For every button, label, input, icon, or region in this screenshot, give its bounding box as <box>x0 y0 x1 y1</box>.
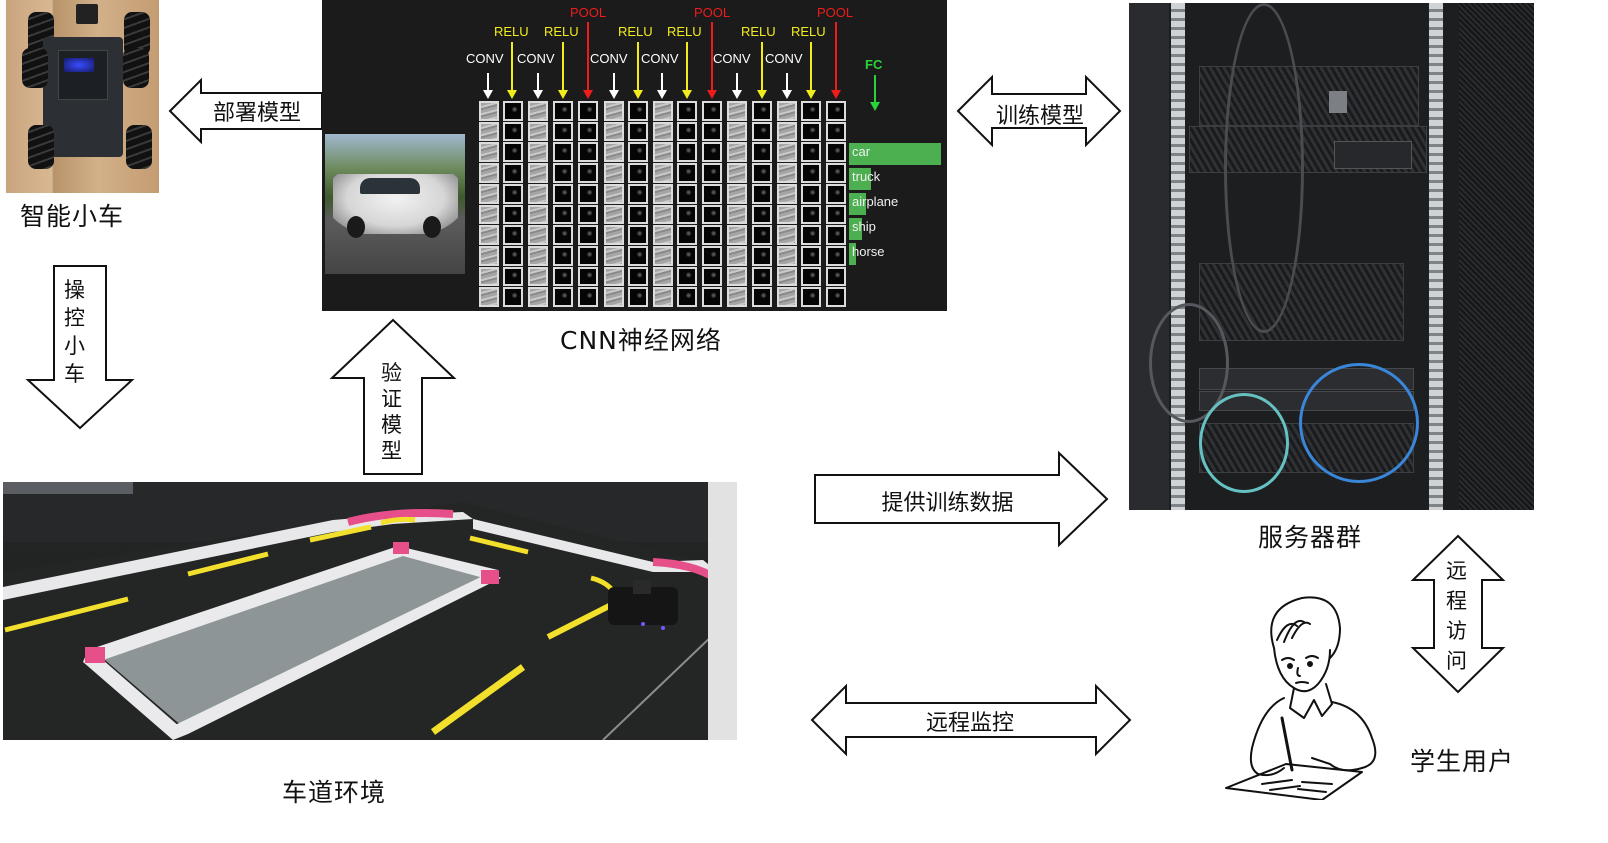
prediction-label: airplane <box>852 194 899 209</box>
cnn-input-image <box>325 134 465 274</box>
robot-led-matrix <box>64 58 94 72</box>
label-char: 模 <box>381 413 402 437</box>
label-char: 车 <box>64 362 85 386</box>
track-environment-photo <box>3 482 737 740</box>
provide-data-label: 提供训练数据 <box>881 491 1014 516</box>
rack-server <box>1199 263 1404 341</box>
rack-door-left <box>1129 3 1169 510</box>
wheel <box>28 125 54 169</box>
feature-map-conv <box>604 101 624 308</box>
label-char: 型 <box>381 439 402 463</box>
control-car-label: 操 控 小 车 <box>64 276 85 388</box>
layer-label-relu: RELU <box>667 24 702 39</box>
remote-access-label: 远 程 访 问 <box>1446 556 1467 676</box>
feature-map-relu <box>628 101 648 308</box>
prediction-bar-ship <box>849 218 862 240</box>
feature-map-relu <box>801 101 821 308</box>
car-wheel <box>347 216 365 238</box>
cable <box>1224 3 1304 333</box>
feature-map-conv <box>528 101 548 308</box>
label-char: 操 <box>64 278 85 302</box>
layer-label-relu: RELU <box>791 24 826 39</box>
train-model-arrow <box>956 74 1122 148</box>
layer-label-pool: POOL <box>694 5 731 20</box>
train-model-label: 训练模型 <box>995 104 1084 129</box>
layer-label-pool: POOL <box>570 5 607 20</box>
car-window <box>360 178 420 194</box>
feature-map-conv <box>653 101 673 308</box>
prediction-bar-car <box>849 143 941 165</box>
prediction-label: ship <box>852 219 876 234</box>
label-char: 程 <box>1446 589 1467 613</box>
rack-door-right <box>1459 3 1534 510</box>
provide-data-arrow <box>814 450 1109 548</box>
robot-camera <box>76 4 98 24</box>
cnn-visualization: CONV RELU CONV RELU POOL CONV RELU CONV … <box>322 0 947 311</box>
smart-car-caption: 智能小车 <box>20 202 125 231</box>
remote-monitor-arrow <box>810 683 1132 757</box>
server-caption: 服务器群 <box>1258 523 1363 552</box>
prediction-bar-horse <box>849 243 856 265</box>
student-caption: 学生用户 <box>1410 747 1515 776</box>
layer-label-conv: CONV <box>517 51 555 66</box>
prediction-label: truck <box>852 169 881 184</box>
prediction-bar-airplane <box>849 193 866 215</box>
feature-map-relu <box>677 101 697 308</box>
layer-label-fc: FC <box>865 57 883 72</box>
feature-map-conv <box>727 101 747 308</box>
label-char: 证 <box>381 387 402 411</box>
feature-map-relu <box>503 101 523 308</box>
layer-label-relu: RELU <box>494 24 529 39</box>
student-drawing <box>1225 596 1377 800</box>
feature-map-pool <box>826 101 846 308</box>
label-char: 控 <box>64 306 85 330</box>
layer-label-conv: CONV <box>590 51 628 66</box>
wheel <box>126 125 152 169</box>
label-char: 远 <box>1446 559 1467 583</box>
layer-label-conv: CONV <box>466 51 504 66</box>
label-char: 访 <box>1446 619 1467 643</box>
prediction-bar-truck <box>849 168 871 190</box>
prediction-label: horse <box>852 244 885 259</box>
wheel <box>22 48 48 88</box>
wheel <box>123 48 149 88</box>
prediction-label: car <box>852 144 871 159</box>
layer-label-relu: RELU <box>618 24 653 39</box>
feature-map-pool <box>578 101 598 308</box>
cable <box>1199 393 1289 493</box>
server-rack-photo <box>1129 3 1534 510</box>
track-scene <box>3 482 737 740</box>
dell-logo <box>1329 91 1347 113</box>
control-car-arrow <box>25 265 135 430</box>
validate-model-label: 验 证 模 型 <box>381 360 402 464</box>
layer-label-conv: CONV <box>641 51 679 66</box>
layer-label-pool: POOL <box>817 5 854 20</box>
track-caption: 车道环境 <box>282 778 387 807</box>
label-char: 验 <box>381 361 402 385</box>
layer-label-relu: RELU <box>544 24 579 39</box>
rack-rail <box>1429 3 1443 510</box>
feature-map-conv <box>479 101 499 308</box>
car-wheel <box>423 216 441 238</box>
remote-access-arrow <box>1410 534 1506 694</box>
validate-model-arrow <box>329 318 457 475</box>
feature-map-relu <box>553 101 573 308</box>
layer-label-relu: RELU <box>741 24 776 39</box>
cable <box>1299 363 1419 483</box>
label-char: 小 <box>64 334 85 358</box>
feature-map-pool <box>702 101 722 308</box>
rack-rail <box>1171 3 1185 510</box>
feature-map-conv <box>777 101 797 308</box>
layer-arrows <box>483 22 880 111</box>
optical-drive <box>1334 141 1412 169</box>
remote-monitor-label: 远程监控 <box>925 711 1014 736</box>
feature-map-relu <box>752 101 772 308</box>
cnn-caption: CNN神经网络 <box>560 326 722 355</box>
layer-label-conv: CONV <box>765 51 803 66</box>
label-char: 问 <box>1446 649 1467 673</box>
layer-label-conv: CONV <box>713 51 751 66</box>
cable <box>1149 303 1229 423</box>
smart-car-photo <box>6 0 159 193</box>
deploy-model-label: 部署模型 <box>212 101 301 126</box>
